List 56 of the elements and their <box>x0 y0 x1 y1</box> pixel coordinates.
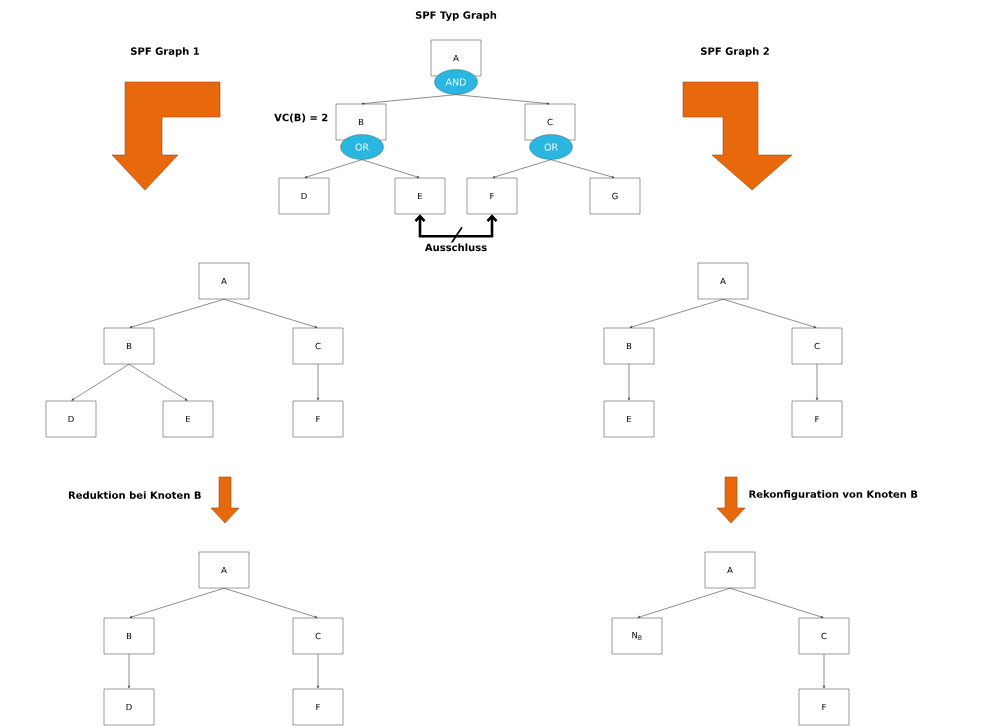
arrow <box>815 363 819 401</box>
arrow <box>627 363 631 401</box>
arrow <box>455 94 550 105</box>
arrow <box>316 653 320 689</box>
node-box: D <box>278 177 330 215</box>
node-box: A <box>430 39 482 77</box>
node-box: F <box>798 688 850 726</box>
node-box: F <box>466 177 518 215</box>
arrow <box>129 587 225 618</box>
node-box: F <box>791 400 843 438</box>
arrow <box>637 587 731 618</box>
node-box: C <box>292 617 344 655</box>
arrow <box>128 363 188 401</box>
arrow <box>223 587 318 618</box>
arrow <box>492 159 552 178</box>
annotation: VC(B) = 2 <box>274 113 328 123</box>
node-box: B <box>335 103 387 141</box>
node-box: B <box>103 617 155 655</box>
node-box: A <box>704 551 756 589</box>
node-box: N$_{B}$ <box>611 617 663 655</box>
node-box: E <box>394 177 446 215</box>
heading: Reduktion bei Knoten B <box>68 491 201 499</box>
node-box: C <box>524 103 576 141</box>
title: SPF Typ Graph <box>415 11 497 21</box>
node-box: B <box>103 327 155 365</box>
node-box: C <box>798 617 850 655</box>
node-box: D <box>45 400 97 438</box>
heading: SPF Graph 2 <box>701 47 769 57</box>
node-box: G <box>589 177 641 215</box>
node-box: C <box>292 327 344 365</box>
edge-label: Ausschluss <box>423 242 489 253</box>
heading: SPF Graph 1 <box>131 47 200 57</box>
arrow <box>722 298 817 328</box>
node-box: B <box>603 327 655 365</box>
arrow <box>361 159 420 178</box>
arrow <box>822 653 826 689</box>
node-box: E <box>603 400 655 438</box>
node-box: F <box>292 688 344 726</box>
arrow <box>71 363 130 401</box>
node-box: F <box>292 400 344 438</box>
arrow <box>316 363 320 401</box>
arrow <box>223 298 318 328</box>
node-box: D <box>103 688 155 726</box>
arrow <box>361 94 457 105</box>
arrow <box>550 159 615 179</box>
node-box: C <box>791 327 843 365</box>
arrow <box>729 587 824 618</box>
heading: Rekonfiguration von Knoten B <box>749 490 918 500</box>
arrow <box>629 298 724 328</box>
arrow <box>129 298 225 329</box>
node-box: A <box>198 262 250 300</box>
node-box: E <box>162 400 214 438</box>
node-box: A <box>198 551 250 589</box>
node-box: A <box>697 262 749 300</box>
arrow <box>127 653 131 689</box>
arrow <box>304 159 363 178</box>
